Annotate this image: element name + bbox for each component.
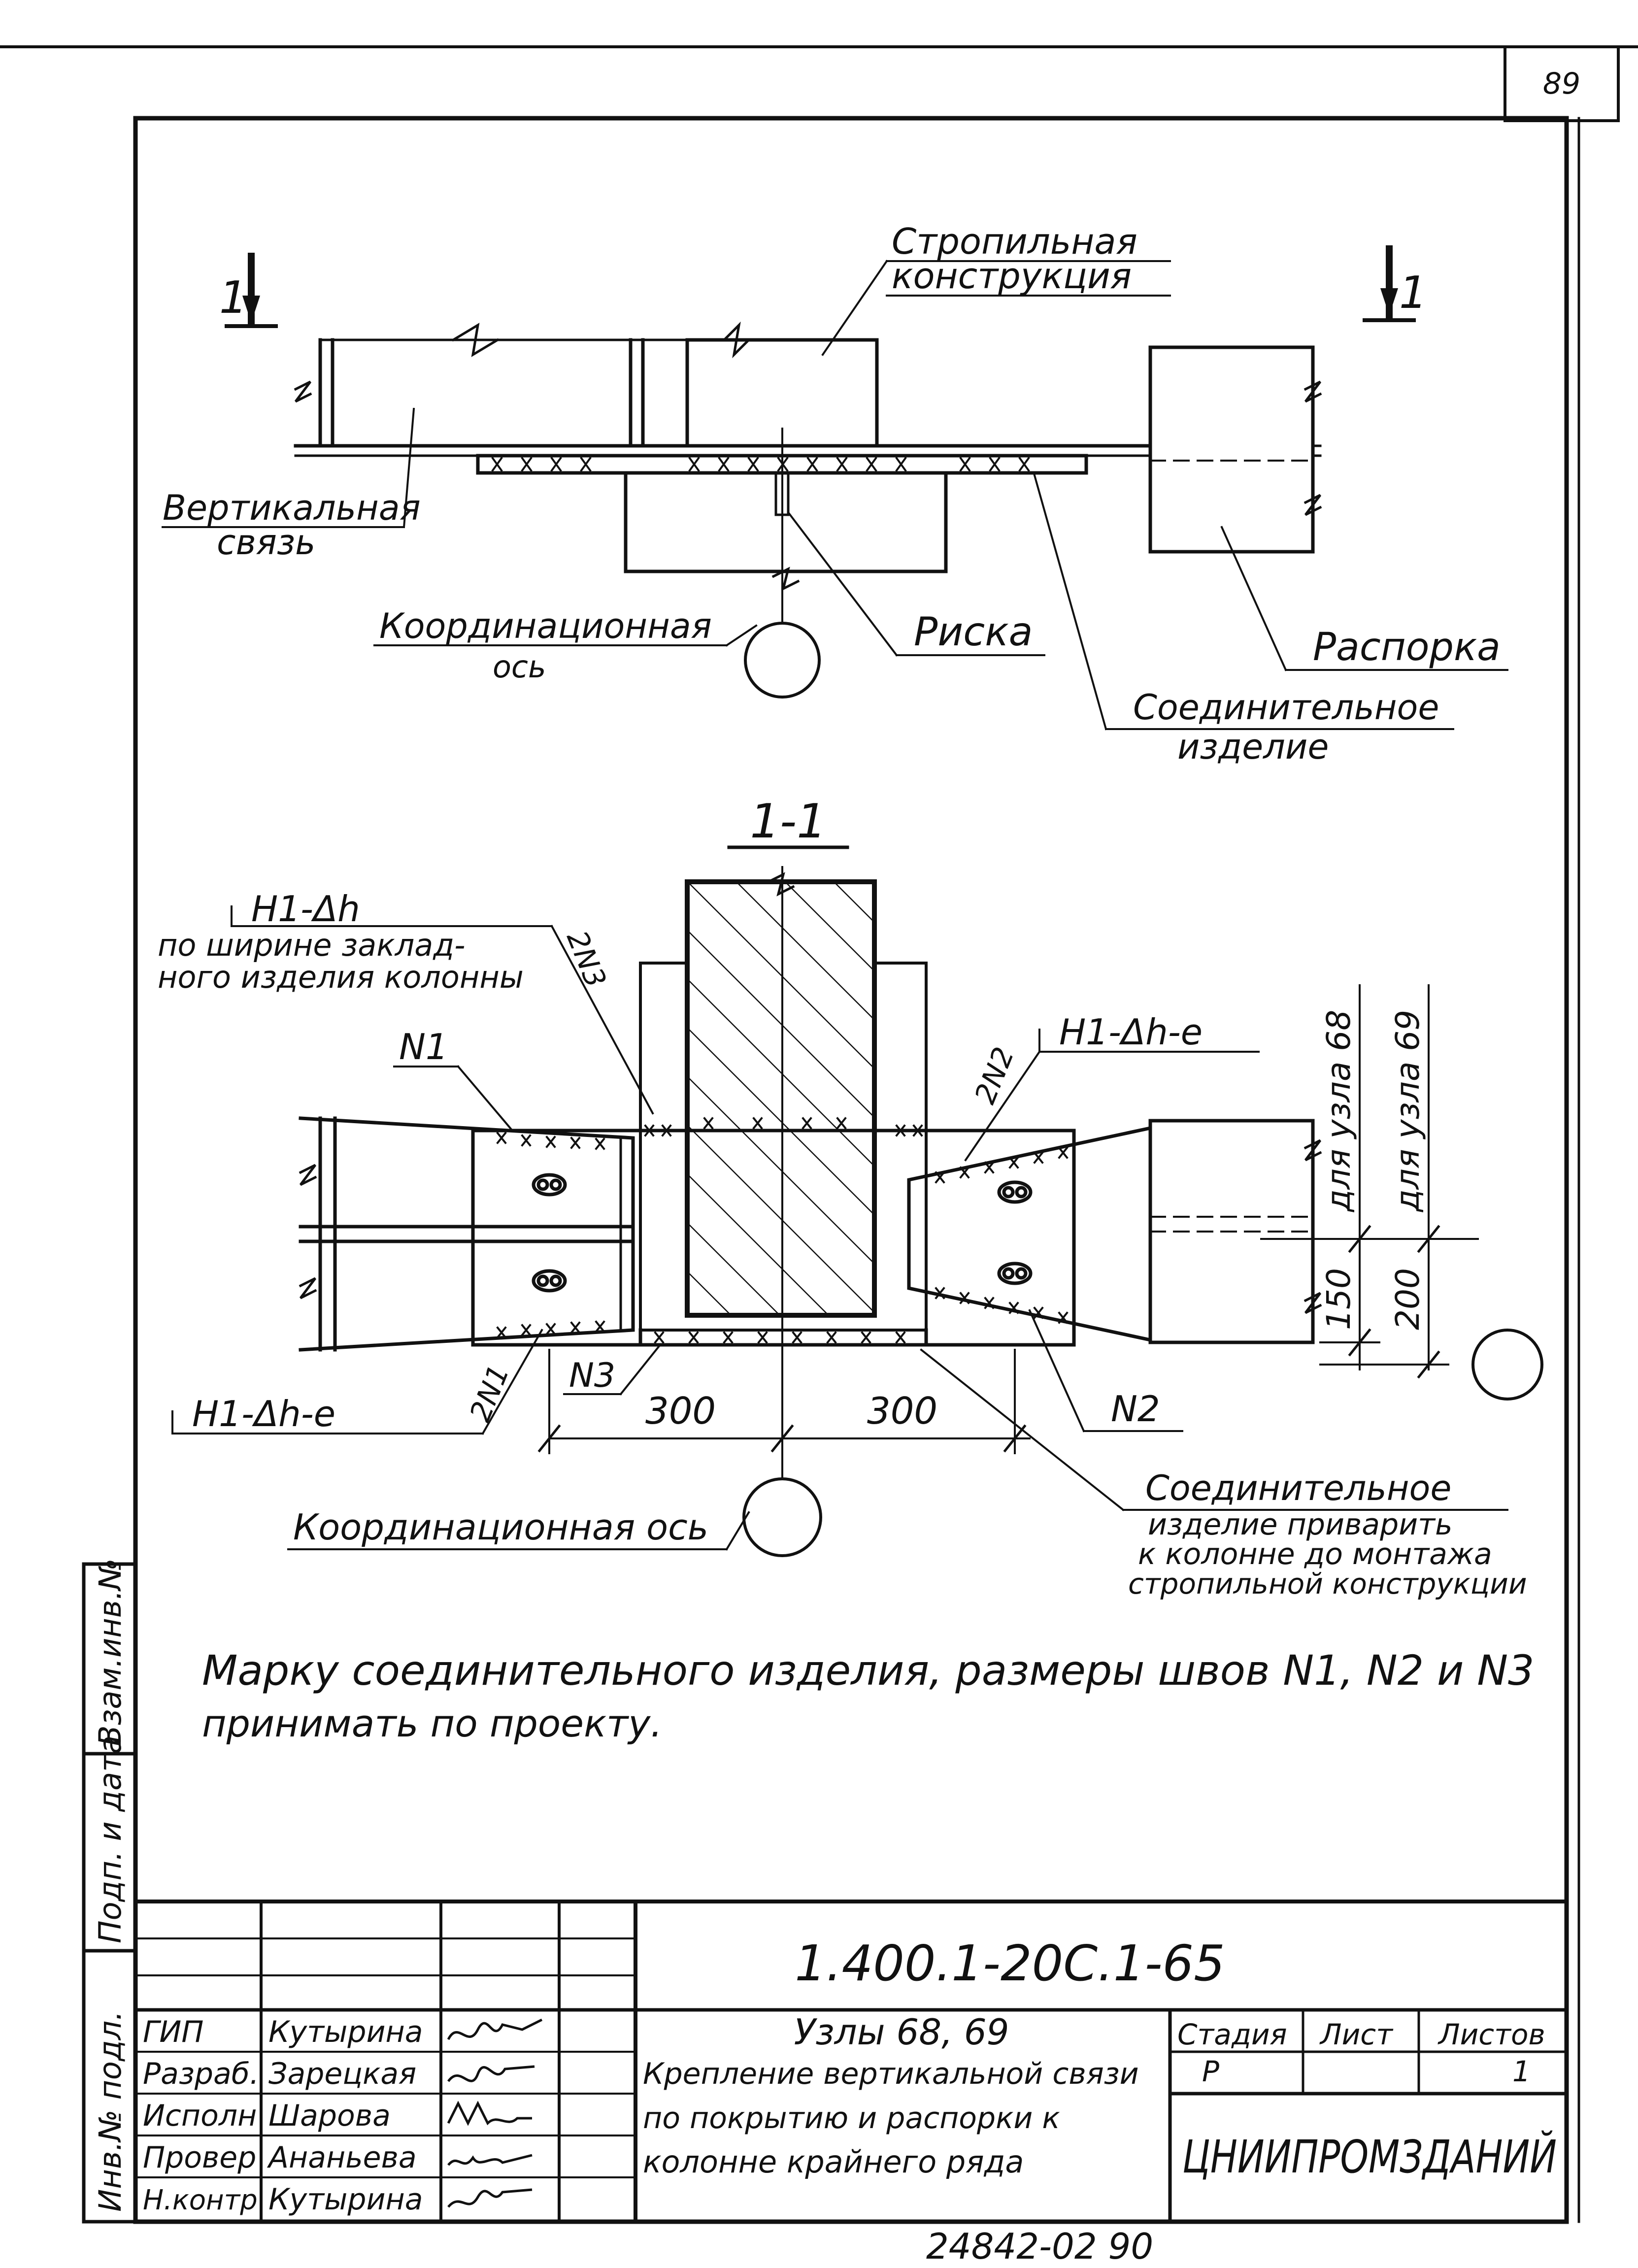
label-2n1: 2N1	[463, 1360, 516, 1426]
side-stamp-inv-orig: Инв.№ подл.	[92, 2011, 128, 2212]
dim-300-left: 300	[645, 1389, 716, 1433]
label-connector-plan-2: изделие	[1177, 727, 1329, 767]
label-coord-axis-section: Координационная ось	[293, 1506, 708, 1548]
sheet-header: Лист	[1319, 2018, 1394, 2051]
label-n3: N3	[569, 1356, 615, 1395]
dim-150: 150	[1320, 1268, 1358, 1330]
label-for-node-69: для узла 69	[1389, 1010, 1427, 1212]
tb-name-2: Шарова	[268, 2099, 391, 2133]
tb-name-0: Кутырина	[268, 2015, 423, 2049]
label-n2: N2	[1111, 1388, 1160, 1430]
label-vertical-brace-1: Вертикальная	[163, 488, 421, 528]
label-2n3: 2N3	[560, 926, 613, 992]
signatures	[447, 2018, 543, 2208]
tb-role-1: Разраб.	[143, 2057, 259, 2091]
label-connector-weld-3: к колонне до монтажа	[1138, 1537, 1492, 1571]
label-h1-dh-e-left: Н1-Δh-e	[192, 1393, 335, 1434]
section-mark-right: 1	[1399, 267, 1427, 319]
label-connector-weld-2: изделие приварить	[1148, 1507, 1452, 1542]
dim-300-right: 300	[867, 1389, 937, 1433]
tb-role-4: Н.контр	[143, 2184, 258, 2216]
organization: ЦНИИПРОМЗДАНИЙ	[1182, 2130, 1557, 2183]
tb-name-3: Ананьева	[267, 2140, 417, 2175]
dim-200: 200	[1389, 1268, 1427, 1330]
label-coord-axis-plan-1: Координационная	[379, 606, 712, 646]
label-h1-dh-e-right: Н1-Δh-e	[1059, 1011, 1203, 1053]
plan-view: 1 1	[162, 221, 1508, 767]
label-vertical-brace-2: связь	[217, 522, 315, 563]
section-title: 1-1	[750, 795, 826, 849]
stage-value: Р	[1202, 2055, 1219, 2088]
label-width-1: по ширине заклад-	[158, 927, 466, 963]
note-line-1: Марку соединительного изделия, размеры ш…	[202, 1646, 1535, 1695]
section-view: 1-1	[158, 795, 1543, 1601]
title-block: 1.400.1-20С.1-65 ГИП Кутырина Разраб. За…	[134, 1900, 1569, 2224]
stage-header: Стадия	[1177, 2018, 1287, 2051]
sheets-value: 1	[1512, 2055, 1531, 2088]
label-h1-dh: Н1-Δh	[251, 888, 360, 930]
label-width-2: ного изделия колонны	[158, 959, 524, 995]
label-rafter-1: Стропильная	[892, 221, 1137, 262]
label-mark: Риска	[914, 609, 1033, 655]
page-number-box	[1504, 45, 1620, 122]
label-connector-weld-4: стропильной конструкции	[1128, 1567, 1527, 1601]
label-connector-weld-1: Соединительное	[1145, 1468, 1451, 1508]
label-for-node-68: для узла 68	[1320, 1010, 1358, 1212]
label-2n2: 2N2	[968, 1042, 1021, 1108]
label-connector-plan-1: Соединительное	[1133, 687, 1439, 728]
document-code: 1.400.1-20С.1-65	[795, 1934, 1225, 1992]
title-line-4: колонне крайнего ряда	[643, 2144, 1024, 2180]
label-strut: Распорка	[1313, 625, 1501, 669]
label-coord-axis-plan-2: ось	[493, 649, 546, 685]
tb-role-0: ГИП	[143, 2015, 203, 2049]
tb-role-2: Исполн	[143, 2099, 257, 2133]
tb-role-3: Провер	[143, 2140, 256, 2175]
page-number: 89	[1543, 67, 1580, 101]
label-n1: N1	[399, 1026, 448, 1067]
drawing-frame	[133, 116, 1569, 2224]
note-line-2: принимать по проекту.	[202, 1701, 662, 1745]
side-stamp: Взам.инв.№ Подп. и дата Инв.№ подл.	[82, 1558, 137, 2224]
title-line-1: Узлы 68, 69	[794, 2011, 1009, 2053]
sheets-header: Листов	[1437, 2018, 1545, 2051]
title-line-2: Крепление вертикальной связи	[643, 2057, 1139, 2091]
side-stamp-replace-inv: Взам.инв.№	[92, 1558, 128, 1746]
side-stamp-sign-date: Подп. и дата	[92, 1735, 128, 1943]
section-mark-left: 1	[219, 272, 247, 324]
tb-name-4: Кутырина	[268, 2182, 423, 2217]
footer-number: 24842-02 90	[926, 2226, 1153, 2267]
tb-name-1: Зарецкая	[268, 2057, 416, 2091]
title-line-3: по покрытию и распорки к	[643, 2101, 1060, 2135]
